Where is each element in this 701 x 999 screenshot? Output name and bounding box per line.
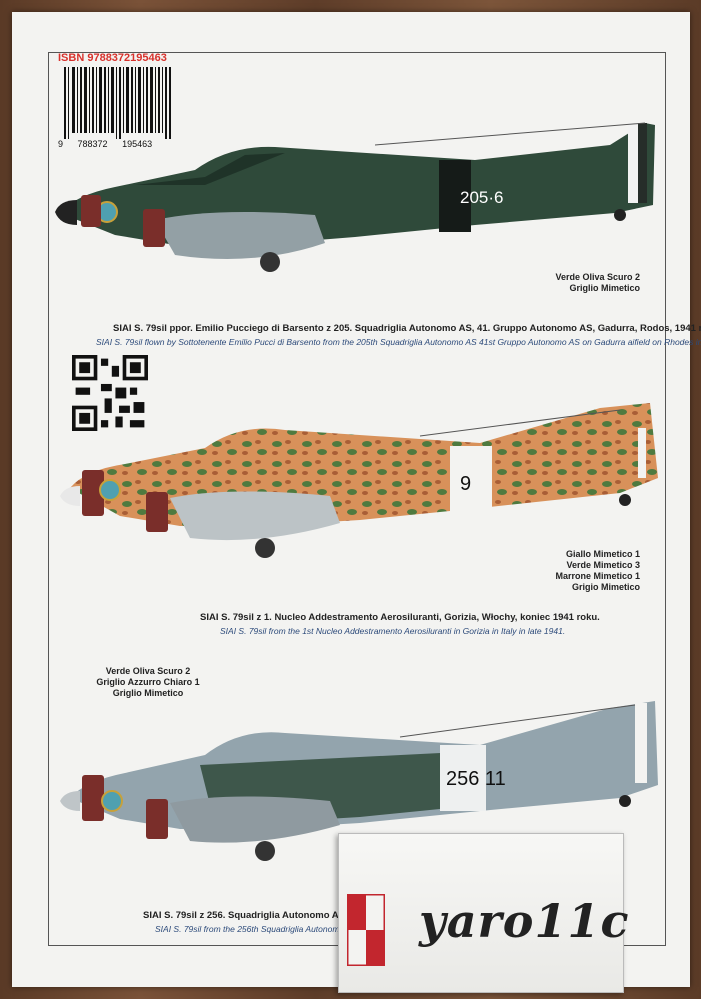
aircraft-code-2: 9 (460, 473, 471, 495)
aircraft-profile-2: 9 (60, 403, 658, 558)
watermark-box: yaro11c (338, 833, 628, 993)
watermark-text: yaro11c (419, 894, 630, 948)
isbn-label: ISBN 9788372195463 (58, 52, 167, 64)
caption-pl-3: SIAI S. 79sil z 256. Squadriglia Autonom… (143, 910, 379, 921)
barcode (64, 67, 171, 139)
caption-pl-1: SIAI S. 79sil ppor. Emilio Pucciego di B… (113, 323, 701, 334)
aircraft-code-1: 205·6 (460, 188, 503, 207)
caption-en-2: SIAI S. 79sil from the 1st Nucleo Addest… (220, 626, 566, 636)
checkerboard-logo-icon (347, 894, 385, 966)
caption-pl-2: SIAI S. 79sil z 1. Nucleo Addestramento … (200, 612, 600, 623)
aircraft-profile-1: 205·6 (55, 122, 655, 272)
caption-en-1: SIAI S. 79sil flown by Sottotenente Emil… (96, 337, 701, 347)
aircraft-code-3: 256 11 (446, 768, 506, 790)
aircraft-profile-3: 256 11 (60, 701, 658, 861)
qr-code (72, 355, 148, 431)
caption-en-3: SIAI S. 79sil from the 256th Squadriglia… (155, 924, 358, 934)
barcode-digits: 9 788372 195463 (58, 139, 153, 149)
